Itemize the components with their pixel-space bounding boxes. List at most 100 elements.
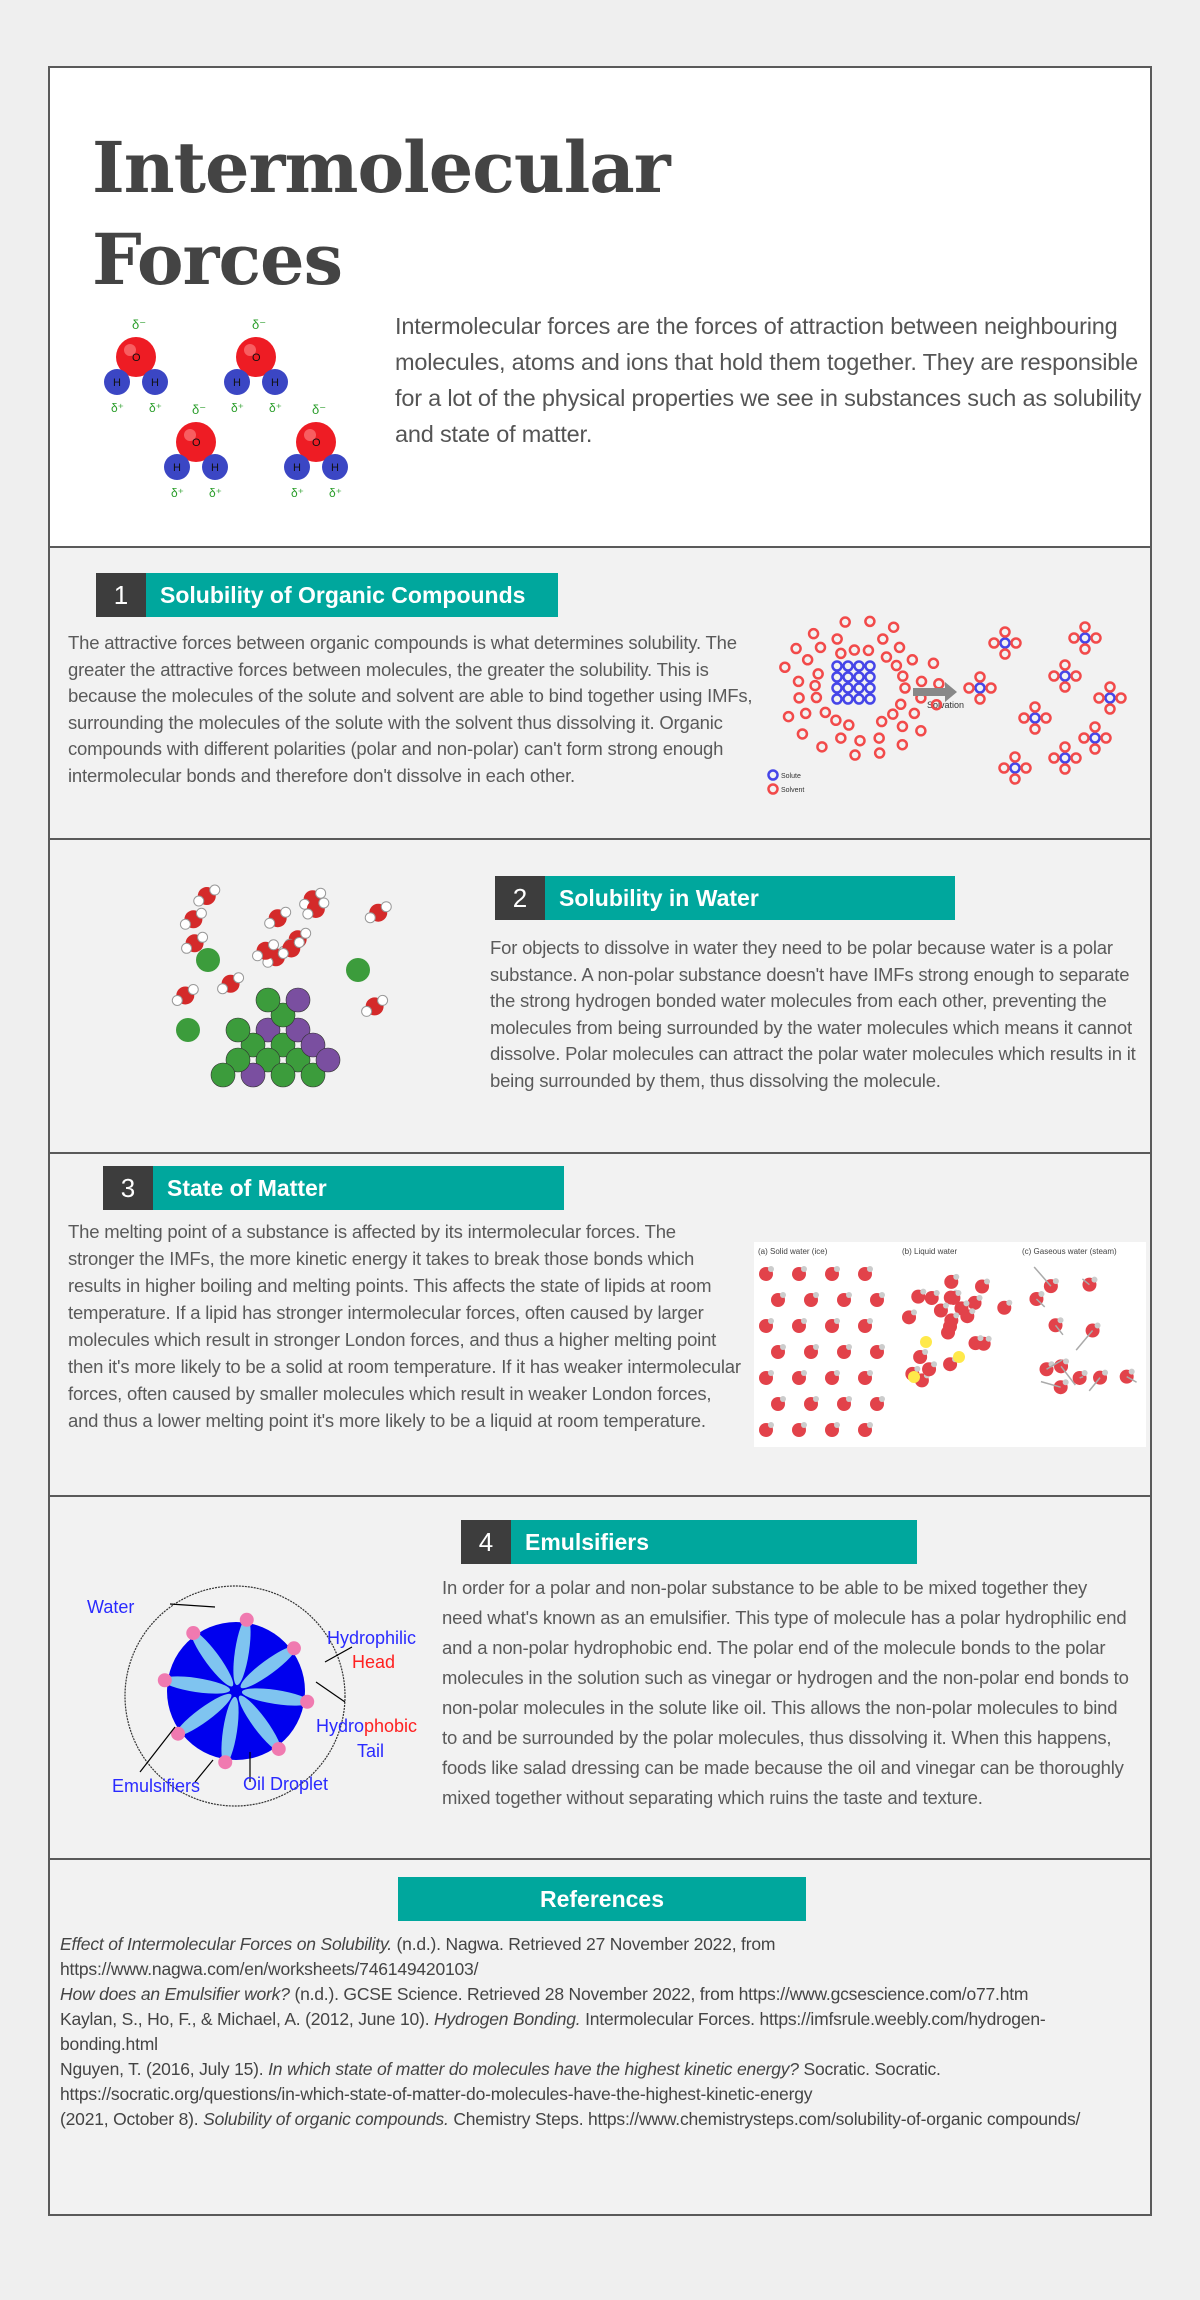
oxygen-label: O: [252, 352, 261, 364]
section-number: 3: [103, 1166, 153, 1210]
hydrophobic-tail: [191, 1631, 234, 1687]
hydrogen-label: H: [113, 377, 121, 389]
section-title: Solubility of Organic Compounds: [160, 581, 526, 608]
arrow-icon: [913, 682, 957, 702]
hydrogen-atom: [142, 369, 168, 395]
section-solubility-water: 2 Solubility in Water For objects to dis…: [50, 840, 1150, 1154]
liquid-label: (b) Liquid water: [902, 1247, 957, 1256]
section-4-heading: 4 Emulsifiers: [461, 1520, 917, 1564]
hydrogen-label: H: [151, 377, 159, 389]
section-2-text: For objects to dissolve in water they ne…: [490, 937, 1136, 1091]
hydrophilic-head: [300, 1694, 315, 1709]
title-line-1: Intermolecular: [92, 126, 671, 209]
hydrophobic-tail: [221, 1696, 239, 1765]
delta-plus-label: δ⁺: [291, 486, 304, 500]
hydrogen-label: H: [271, 377, 279, 389]
solvation-diagram: Solvation Solute Solvent: [767, 615, 1127, 795]
page-title: Intermolecular Forces: [92, 122, 671, 306]
water-label: Water: [87, 1597, 134, 1617]
oil-droplet-label: Oil Droplet: [243, 1774, 328, 1794]
delta-minus-label: δ⁻: [312, 402, 326, 417]
section-4-text: In order for a polar and non-polar subst…: [442, 1577, 1129, 1808]
delta-plus-label: δ⁺: [111, 401, 124, 415]
section-number: 4: [461, 1520, 511, 1564]
delta-plus-label: δ⁺: [209, 486, 222, 500]
hydrophobic-tail: [240, 1646, 296, 1689]
delta-minus-label: δ⁻: [252, 317, 266, 332]
emulsifier-diagram: Water Hydrophilic Head Hydrophobic Tail …: [87, 1585, 417, 1807]
water-states-image: (a) Solid water (ice) (b) Liquid water (…: [754, 1242, 1146, 1447]
delta-plus-label: δ⁺: [329, 486, 342, 500]
reference-entry: Effect of Intermolecular Forces on Solub…: [60, 1934, 776, 1979]
reference-entry: Nguyen, T. (2016, July 15). In which sta…: [60, 2059, 941, 2104]
solid-label: (a) Solid water (ice): [758, 1247, 828, 1256]
legend-solvent: Solvent: [781, 787, 804, 794]
hydrogen-atom: [104, 369, 130, 395]
intro-text: Intermolecular forces are the forces of …: [395, 313, 1142, 447]
hydrophilic-head: [286, 1641, 301, 1656]
hydrophobic-tail: [233, 1617, 251, 1686]
head-label: Head: [352, 1652, 395, 1672]
oxygen-label: O: [312, 437, 321, 449]
delta-plus-label: δ⁺: [231, 401, 244, 415]
references-list: Effect of Intermolecular Forces on Solub…: [60, 1932, 1120, 2132]
hydrophilic-label: Hydrophilic: [327, 1628, 416, 1648]
section-title: Emulsifiers: [525, 1528, 649, 1555]
section-2-heading: 2 Solubility in Water: [495, 876, 955, 920]
delta-plus-label: δ⁺: [171, 486, 184, 500]
section-state-of-matter: 3 State of Matter The melting point of a…: [50, 1154, 1150, 1497]
hydrophilic-head: [218, 1755, 233, 1770]
gas-label: (c) Gaseous water (steam): [1022, 1247, 1117, 1256]
reference-entry: Kaylan, S., Ho, F., & Michael, A. (2012,…: [60, 2009, 1046, 2054]
hydrophilic-head: [239, 1612, 254, 1627]
hydrogen-atom: [224, 369, 250, 395]
hydrophobic-tail: [238, 1695, 281, 1751]
references-heading: References: [398, 1877, 806, 1921]
hydrogen-atom: [164, 454, 190, 480]
hydrogen-label: H: [233, 377, 241, 389]
section-3-text: The melting point of a substance is affe…: [68, 1221, 741, 1431]
hydrophobic-tail: [241, 1688, 310, 1706]
hydrophilic-head: [157, 1673, 172, 1688]
hydrogen-atom: [284, 454, 310, 480]
hydrophobic-tail: [162, 1676, 231, 1694]
reference-entry: (2021, October 8). Solubility of organic…: [60, 2109, 1081, 2129]
hydrogen-atom: [202, 454, 228, 480]
section-emulsifiers: Water Hydrophilic Head Hydrophobic Tail …: [50, 1497, 1150, 1860]
hydrogen-atom: [322, 454, 348, 480]
section-title: Solubility in Water: [559, 884, 759, 911]
hydrogen-label: H: [331, 462, 339, 474]
delta-minus-label: δ⁻: [132, 317, 146, 332]
dissolved-molecule-image: [171, 884, 392, 1088]
section-3-heading: 3 State of Matter: [103, 1166, 564, 1210]
water-molecules-image: δ⁻ O Hδ⁺ Hδ⁺ δ⁻ O Hδ⁺ Hδ⁺ δ⁻ O Hδ⁺ Hδ⁺ δ⁻ O Hδ⁺ Hδ⁺: [104, 317, 348, 500]
references-title: References: [539, 1885, 665, 1912]
delta-minus-label: δ⁻: [192, 402, 206, 417]
section-number: 2: [495, 876, 545, 920]
hydrophilic-head: [186, 1626, 201, 1641]
hydrogen-atom: [262, 369, 288, 395]
hydrogen-label: H: [211, 462, 219, 474]
hydrophobic-label: Hydrophobic: [316, 1716, 417, 1736]
section-1-heading: 1 Solubility of Organic Compounds: [96, 573, 558, 617]
emulsifiers-label: Emulsifiers: [112, 1776, 200, 1796]
title-line-2: Forces: [92, 218, 343, 301]
hydrophilic-head: [171, 1726, 186, 1741]
section-number: 1: [96, 573, 146, 617]
oxygen-label: O: [132, 352, 141, 364]
hydrogen-label: H: [173, 462, 181, 474]
hydrophilic-head: [271, 1741, 286, 1756]
hydrogen-label: H: [293, 462, 301, 474]
delta-plus-label: δ⁺: [149, 401, 162, 415]
section-1-text: The attractive forces between organic co…: [68, 632, 753, 786]
delta-plus-label: δ⁺: [269, 401, 282, 415]
hydrophobic-tail: [176, 1693, 232, 1736]
tail-label: Tail: [357, 1741, 384, 1761]
references-section: References Effect of Intermolecular Forc…: [50, 1860, 1150, 2214]
section-title: State of Matter: [167, 1174, 327, 1201]
oxygen-label: O: [192, 437, 201, 449]
reference-entry: How does an Emulsifier work? (n.d.). GCS…: [60, 1984, 1029, 2004]
section-solubility-organic: 1 Solubility of Organic Compounds The at…: [50, 548, 1150, 840]
